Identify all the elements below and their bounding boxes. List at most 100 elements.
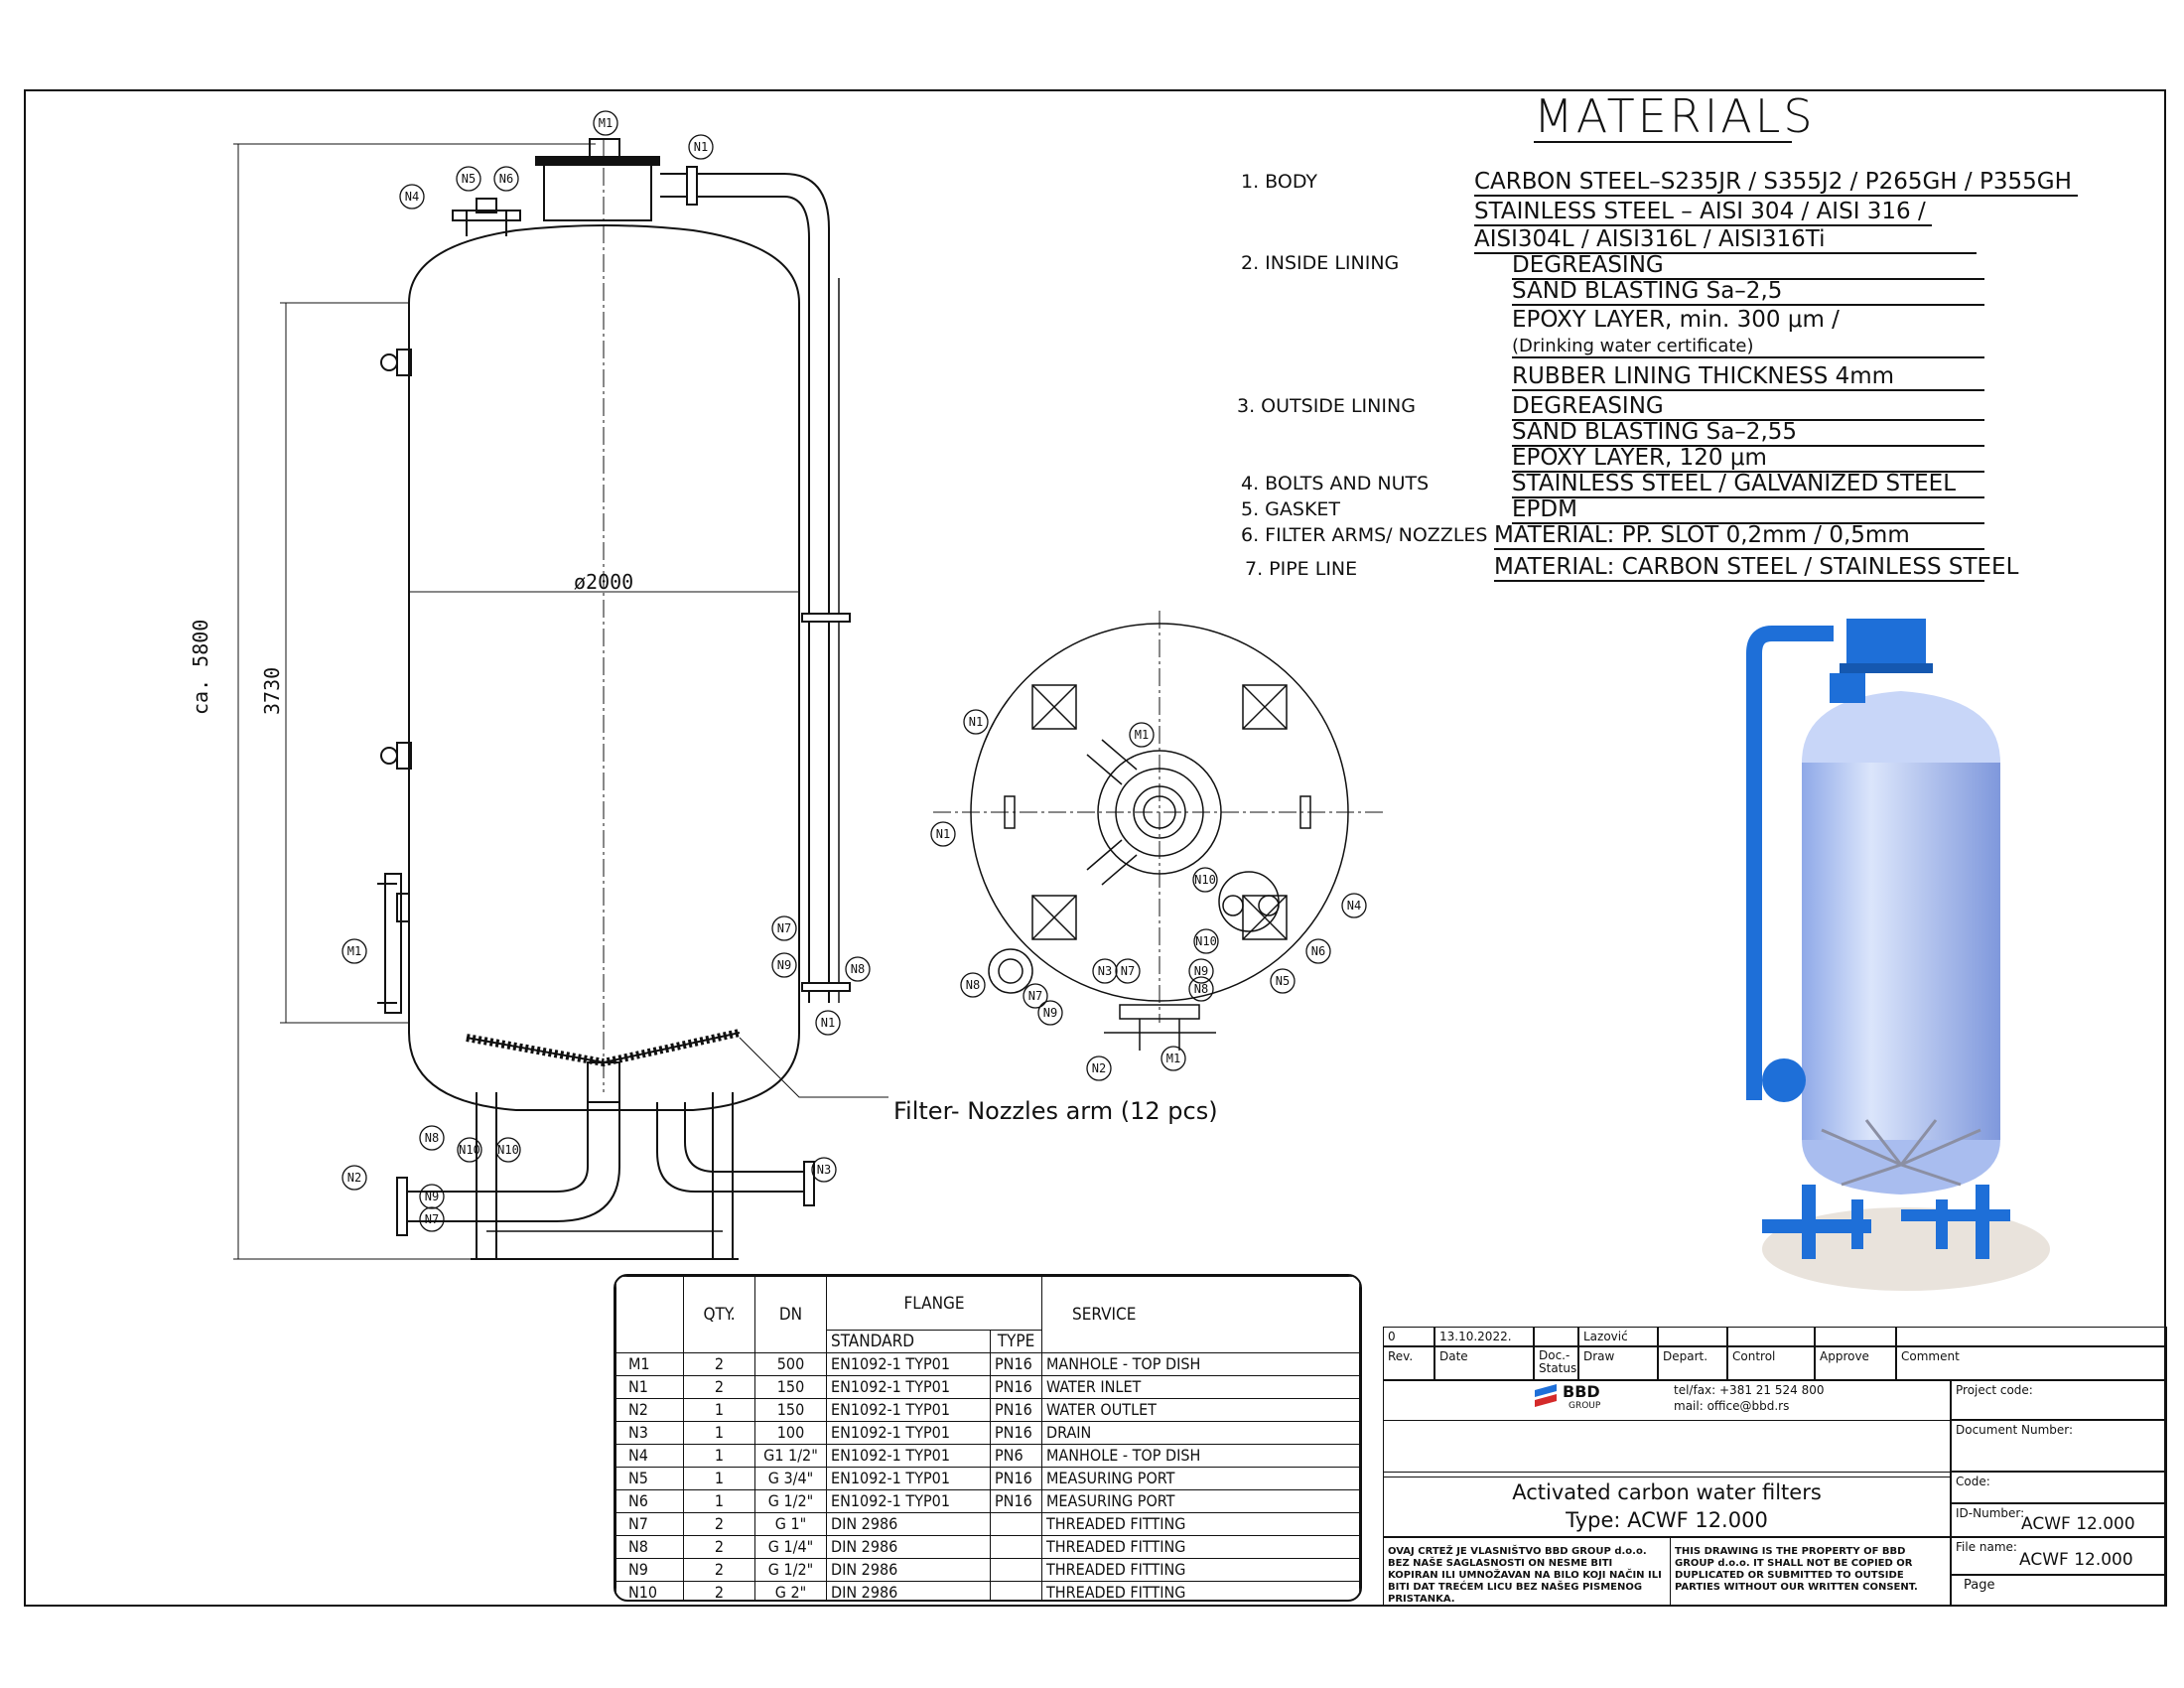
drawing-frame bbox=[24, 89, 2166, 1607]
control-value bbox=[1727, 1327, 1815, 1346]
cell-id: N8 bbox=[615, 1535, 684, 1559]
svg-text:N5: N5 bbox=[1276, 974, 1290, 988]
cell-qty: 2 bbox=[683, 1581, 755, 1600]
cell-dn: 100 bbox=[754, 1421, 827, 1445]
project-code: Project code: bbox=[1951, 1380, 2167, 1420]
filter-arms bbox=[1821, 1119, 1981, 1187]
cell-service: THREADED FITTING bbox=[1041, 1558, 1360, 1582]
svg-text:N1: N1 bbox=[821, 1016, 835, 1030]
cylinder-height-label: 3730 bbox=[260, 666, 284, 715]
cell-type bbox=[990, 1512, 1042, 1536]
svg-text:N10: N10 bbox=[1194, 873, 1216, 887]
svg-text:N3: N3 bbox=[817, 1163, 831, 1177]
cell-id: N2 bbox=[615, 1398, 684, 1422]
cell-id: N7 bbox=[615, 1512, 684, 1536]
cell-id: N9 bbox=[615, 1558, 684, 1582]
th-type: TYPE bbox=[990, 1330, 1042, 1353]
cell-qty: 1 bbox=[683, 1467, 755, 1490]
notice-english: THIS DRAWING IS THE PROPERTY OF BBD GROU… bbox=[1671, 1537, 1951, 1607]
approve-value bbox=[1815, 1327, 1896, 1346]
doc-status-value bbox=[1534, 1327, 1578, 1346]
title-line-2: Type: ACWF 12.000 bbox=[1566, 1508, 1768, 1532]
rev-label: Rev. bbox=[1383, 1346, 1434, 1380]
cell-service: THREADED FITTING bbox=[1041, 1581, 1360, 1600]
mat-body-3: AISI304L / AISI316L / AISI316Ti bbox=[1474, 226, 1977, 254]
cell-qty: 2 bbox=[683, 1375, 755, 1399]
cell-dn: 150 bbox=[754, 1375, 827, 1399]
mat-inside-1: DEGREASING bbox=[1512, 252, 1984, 280]
cell-standard: DIN 2986 bbox=[826, 1581, 991, 1600]
mat-pipe-1: MATERIAL: CARBON STEEL / STAINLESS STEEL bbox=[1494, 554, 2019, 582]
vessel-top-view bbox=[933, 611, 1385, 1051]
svg-text:N8: N8 bbox=[425, 1131, 439, 1145]
mat-label-bolts: 4. BOLTS AND NUTS bbox=[1241, 473, 1430, 494]
title-line-1: Activated carbon water filters bbox=[1512, 1480, 1822, 1504]
svg-text:N5: N5 bbox=[462, 172, 476, 186]
materials-title: MATERIALS bbox=[1534, 89, 1816, 143]
mat-label-pipe: 7. PIPE LINE bbox=[1245, 558, 1358, 580]
company-tel: tel/fax: +381 21 524 800 bbox=[1674, 1383, 1825, 1397]
cell-dn: G1 1/2" bbox=[754, 1444, 827, 1468]
mat-bolts-1: STAINLESS STEEL / GALVANIZED STEEL bbox=[1512, 471, 1984, 498]
cell-standard: EN1092-1 TYP01 bbox=[826, 1398, 991, 1422]
cell-id: M1 bbox=[615, 1352, 684, 1376]
svg-text:N9: N9 bbox=[425, 1190, 439, 1203]
cell-standard: DIN 2986 bbox=[826, 1558, 991, 1582]
svg-text:N10: N10 bbox=[459, 1143, 480, 1157]
mat-gasket-1: EPDM bbox=[1512, 496, 1984, 524]
mat-label-outside: 3. OUTSIDE LINING bbox=[1237, 395, 1416, 417]
svg-text:M1: M1 bbox=[347, 944, 361, 958]
cell-id: N3 bbox=[615, 1421, 684, 1445]
mat-inside-2: SAND BLASTING Sa–2,5 bbox=[1512, 278, 1984, 306]
th-id bbox=[615, 1276, 684, 1353]
mat-body-1: CARBON STEEL–S235JR / S355J2 / P265GH / … bbox=[1474, 169, 2078, 197]
cell-dn: G 1/2" bbox=[754, 1489, 827, 1513]
id-number: ID-Number: ACWF 12.000 bbox=[1951, 1503, 2167, 1537]
company-info: BBD GROUP tel/fax: +381 21 524 800 mail:… bbox=[1383, 1380, 1951, 1420]
cell-type: PN6 bbox=[990, 1444, 1042, 1468]
svg-text:N2: N2 bbox=[1092, 1061, 1106, 1075]
mat-label-inside: 2. INSIDE LINING bbox=[1241, 252, 1400, 274]
cell-qty: 2 bbox=[683, 1535, 755, 1559]
svg-text:N8: N8 bbox=[966, 978, 980, 992]
svg-text:N9: N9 bbox=[777, 958, 791, 972]
cell-id: N10 bbox=[615, 1581, 684, 1600]
cell-standard: EN1092-1 TYP01 bbox=[826, 1421, 991, 1445]
cell-id: N1 bbox=[615, 1375, 684, 1399]
cell-type: PN16 bbox=[990, 1489, 1042, 1513]
filter-nozzles-label: Filter- Nozzles arm (12 pcs) bbox=[893, 1097, 1218, 1125]
mat-outside-2: SAND BLASTING Sa–2,55 bbox=[1512, 419, 1984, 447]
cell-qty: 2 bbox=[683, 1558, 755, 1582]
cell-service: THREADED FITTING bbox=[1041, 1535, 1360, 1559]
inlet-pipe bbox=[1746, 626, 1834, 1100]
cell-dn: G 3/4" bbox=[754, 1467, 827, 1490]
svg-text:N7: N7 bbox=[425, 1212, 439, 1226]
cell-type: PN16 bbox=[990, 1398, 1042, 1422]
cell-type: PN16 bbox=[990, 1421, 1042, 1445]
date-value: 13.10.2022. bbox=[1434, 1327, 1534, 1346]
cell-service: WATER INLET bbox=[1041, 1375, 1360, 1399]
cell-standard: EN1092-1 TYP01 bbox=[826, 1352, 991, 1376]
comment-label: Comment bbox=[1896, 1346, 2167, 1380]
file-name-label: File name: bbox=[1956, 1540, 2017, 1554]
svg-text:M1: M1 bbox=[599, 116, 613, 130]
cell-service: WATER OUTLET bbox=[1041, 1398, 1360, 1422]
cell-qty: 1 bbox=[683, 1398, 755, 1422]
depart-label: Depart. bbox=[1658, 1346, 1727, 1380]
mat-label-filter: 6. FILTER ARMS/ NOZZLES bbox=[1241, 524, 1488, 546]
cell-service: MANHOLE - TOP DISH bbox=[1041, 1352, 1360, 1376]
svg-text:N3: N3 bbox=[1098, 964, 1112, 978]
tank-body bbox=[1802, 763, 2000, 1140]
svg-text:N10: N10 bbox=[497, 1143, 519, 1157]
cell-standard: EN1092-1 TYP01 bbox=[826, 1489, 991, 1513]
th-service: SERVICE bbox=[1041, 1276, 1360, 1353]
svg-text:N6: N6 bbox=[499, 172, 513, 186]
document-number: Document Number: bbox=[1951, 1420, 2167, 1472]
bbd-logo-icon bbox=[1535, 1384, 1559, 1409]
top-manhole bbox=[1846, 619, 1926, 670]
